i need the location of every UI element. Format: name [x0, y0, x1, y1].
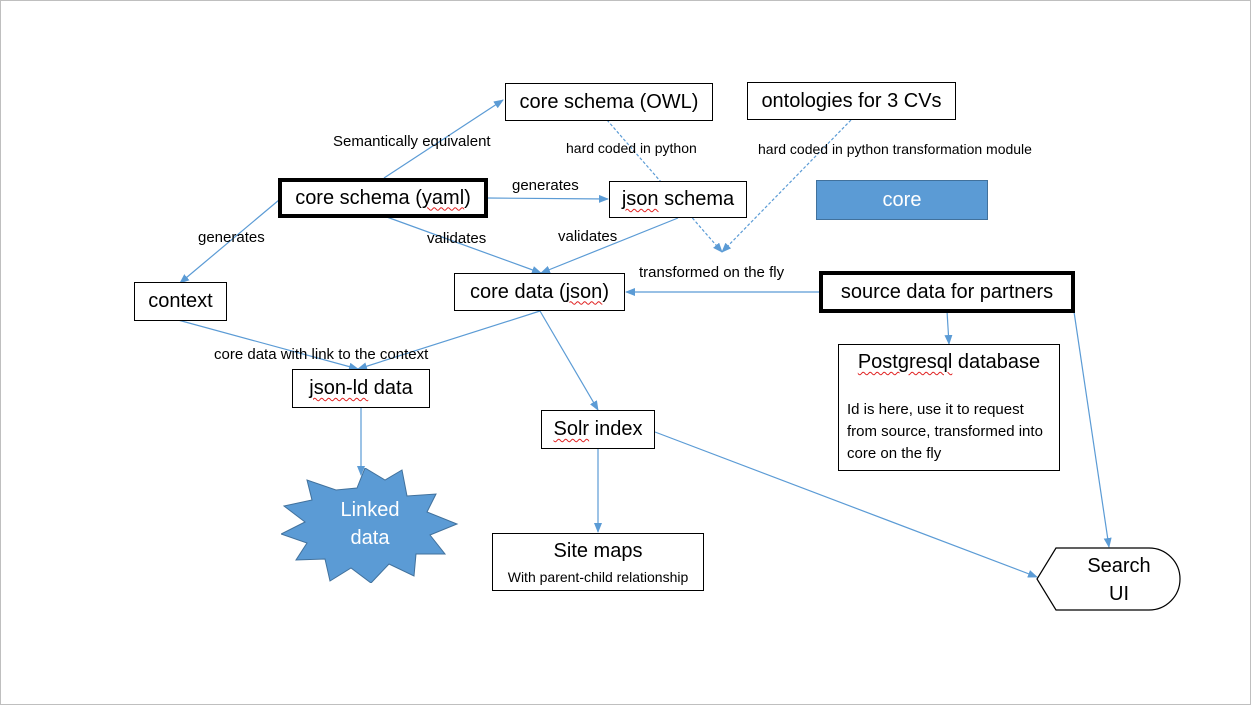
node-description: Id is here, use it to request from sourc…	[847, 401, 1043, 462]
edge-core-data-to-solr	[539, 310, 599, 411]
node-core: core	[816, 180, 988, 220]
node-label: core	[882, 188, 922, 211]
node-label: source data for partners	[840, 280, 1054, 303]
edge-source-to-postgres	[944, 310, 953, 345]
node-search-ui: Search UI	[1036, 547, 1184, 611]
label-validates-yaml: validates	[427, 230, 487, 247]
label-generates-context: generates	[198, 229, 265, 246]
node-source-data: source data for partners	[819, 271, 1075, 313]
label-hard-coded-python: hard coded in python	[566, 140, 697, 156]
node-core-data: core data (json)	[454, 273, 625, 311]
edge-yaml-to-context	[179, 199, 280, 284]
edge-source-to-search	[1072, 304, 1112, 548]
display-shape	[1036, 547, 1181, 611]
label-hard-coded-transform: hard coded in python transformation modu…	[758, 141, 1032, 157]
node-site-maps: Site maps With parent-child relationship	[492, 533, 704, 591]
starburst-shape	[279, 467, 459, 584]
node-label: ontologies for 3 CVs	[761, 89, 942, 112]
node-jsonld: json-ld data	[292, 369, 430, 408]
node-postgresql: Postgresql database Id is here, use it t…	[838, 344, 1060, 471]
edge-solr-to-search	[654, 431, 1038, 578]
node-label: json schema	[621, 188, 735, 210]
node-core-schema-owl: core schema (OWL)	[505, 83, 713, 121]
edge-context-to-jsonld	[177, 319, 359, 371]
node-label: Linked data	[340, 499, 400, 549]
node-label: core data (json)	[470, 280, 609, 303]
edge-yaml-to-json-schema	[486, 194, 609, 203]
node-label: Solr index	[553, 418, 643, 440]
node-json-schema: json schema	[609, 181, 747, 218]
node-label: core schema (yaml)	[295, 186, 471, 209]
node-sublabel: With parent-child relationship	[507, 569, 689, 585]
node-label: core schema (OWL)	[519, 90, 699, 113]
edge-yaml-to-core-data	[383, 215, 542, 274]
node-context: context	[134, 282, 227, 321]
node-label: json-ld data	[309, 377, 413, 399]
edge-json-schema-to-core-data	[540, 217, 679, 274]
node-linked-data: Linked data	[279, 467, 459, 584]
node-label: Site maps	[553, 540, 643, 562]
edge-core-data-to-jsonld	[357, 310, 541, 371]
node-ontologies: ontologies for 3 CVs	[747, 82, 956, 120]
edge-ontologies-to-transform	[721, 119, 852, 253]
edge-yaml-to-owl	[383, 99, 504, 179]
label-validates-schema: validates	[558, 228, 618, 245]
label-transformed-on-the-fly: transformed on the fly	[639, 264, 785, 281]
node-label: Postgresql database	[857, 351, 1041, 373]
node-solr: Solr index	[541, 410, 655, 449]
label-core-data-link: core data with link to the context	[214, 346, 429, 363]
label-generates-json-schema: generates	[512, 177, 579, 194]
label-semantically-equivalent: Semantically equivalent	[333, 133, 491, 150]
node-label: context	[148, 290, 213, 312]
node-label: Search UI	[1087, 555, 1151, 605]
node-core-schema-yaml: core schema (yaml)	[278, 178, 488, 218]
